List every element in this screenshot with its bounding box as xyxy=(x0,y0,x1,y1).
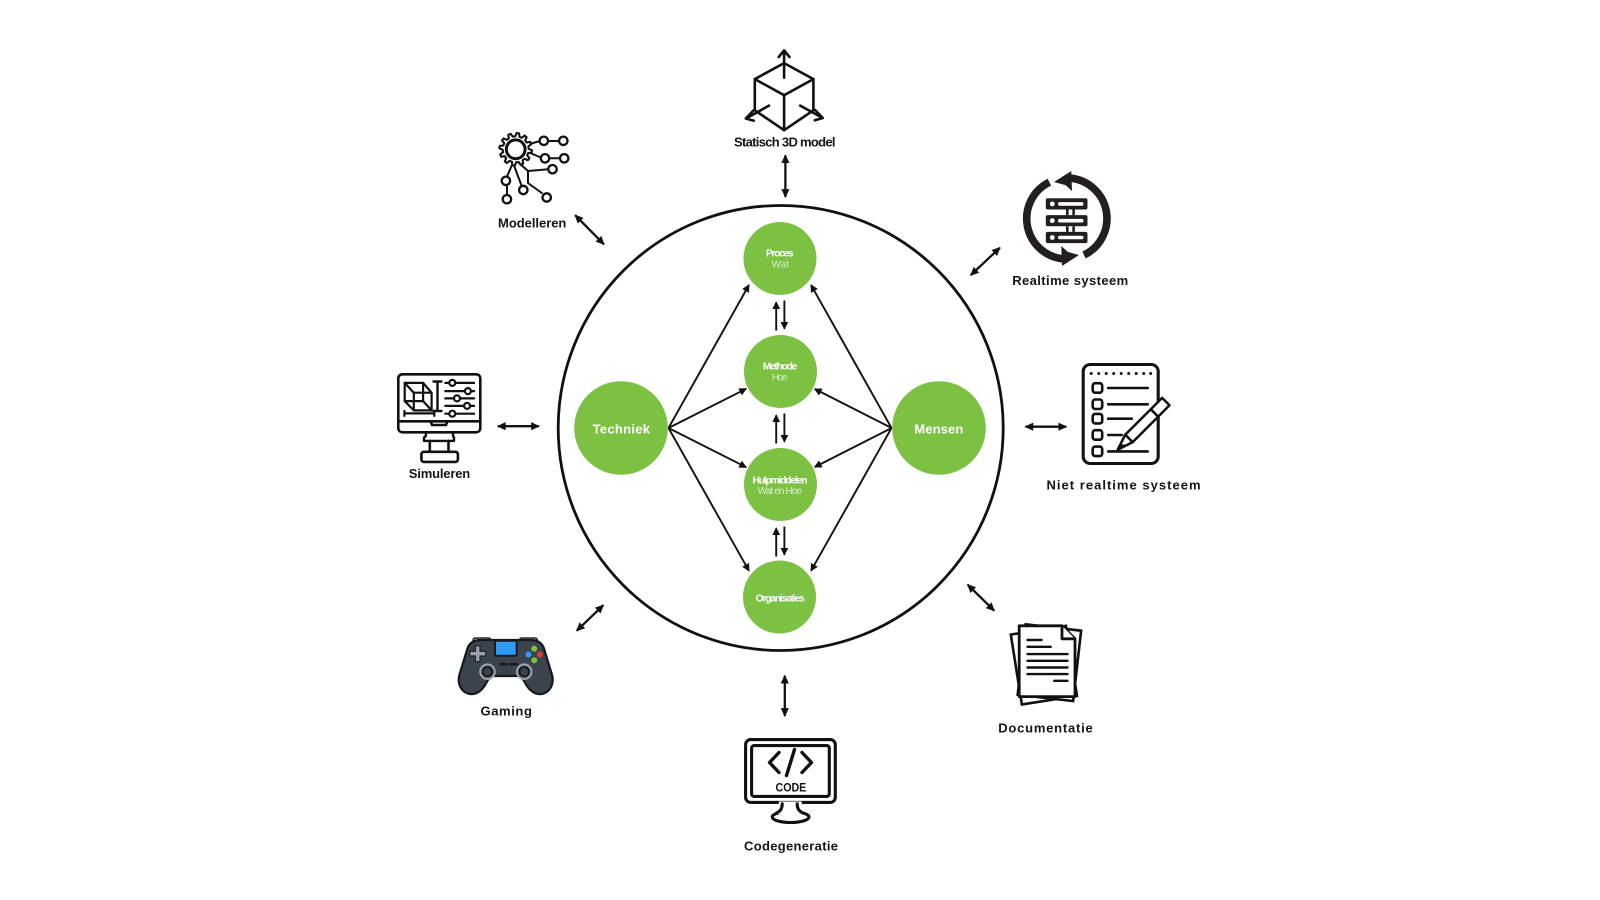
svg-text:CODE: CODE xyxy=(776,783,807,795)
svg-text:Proces: Proces xyxy=(766,249,794,260)
svg-text:Organisaties: Organisaties xyxy=(756,594,806,605)
svg-text:Mensen: Mensen xyxy=(914,421,963,436)
svg-text:Wat en Hoe: Wat en Hoe xyxy=(758,486,803,497)
svg-text:Techniek: Techniek xyxy=(593,421,651,436)
svg-text:Simuleren: Simuleren xyxy=(409,466,470,481)
svg-text:Methode: Methode xyxy=(763,361,798,372)
svg-text:Niet realtime systeem: Niet realtime systeem xyxy=(1047,478,1201,493)
svg-text:Statisch 3D model: Statisch 3D model xyxy=(734,134,836,149)
svg-text:Documentatie: Documentatie xyxy=(998,721,1093,736)
svg-text:Hulpmiddelen: Hulpmiddelen xyxy=(753,476,808,487)
svg-text:Hoe: Hoe xyxy=(772,373,788,384)
svg-text:Wat: Wat xyxy=(772,260,790,271)
svg-text:Gaming: Gaming xyxy=(481,704,532,719)
svg-text:Modelleren: Modelleren xyxy=(498,215,566,230)
svg-text:Codegeneratie: Codegeneratie xyxy=(744,839,838,854)
svg-text:Realtime systeem: Realtime systeem xyxy=(1012,273,1128,288)
